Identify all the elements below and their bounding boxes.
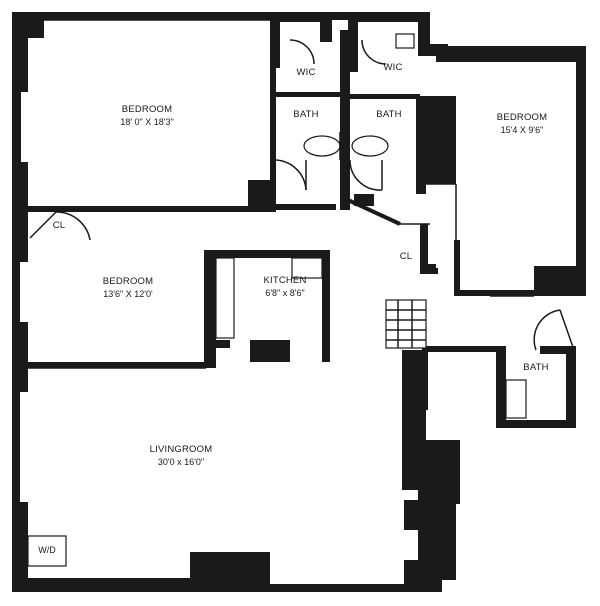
wic-1-label: WIC (296, 67, 315, 78)
bedroom-3-dims: 15'4 X 9'6" (501, 125, 544, 135)
kitchen-name: KITCHEN (263, 275, 306, 286)
closet-1-label: CL (53, 220, 66, 231)
livingroom-dims: 30'0 x 16'0" (158, 457, 204, 467)
bedroom-1-name: BEDROOM (122, 104, 173, 115)
bath3-tub (505, 379, 527, 419)
washer-dryer-label: W/D (38, 545, 56, 555)
wic-shelf (395, 33, 415, 49)
bathtub-2 (351, 135, 389, 157)
kitchen-sink (291, 257, 323, 279)
exterior-walls (12, 12, 586, 592)
closet-2-label: CL (400, 251, 413, 262)
kitchen-dims: 6'8" x 8'6" (265, 288, 304, 298)
interior-walls (28, 30, 576, 428)
bedroom-2-name: BEDROOM (103, 276, 154, 287)
bath-1-label: BATH (293, 109, 318, 120)
wic-2-label: WIC (383, 62, 402, 73)
room-labels: BEDROOM 18' 0" X 18'3" WIC WIC BATH BATH… (38, 62, 548, 555)
bedroom-3-name: BEDROOM (497, 112, 548, 123)
livingroom-name: LIVINGROOM (150, 444, 213, 455)
bathtub-1 (303, 135, 341, 157)
detail-lines (28, 19, 534, 369)
washer-dryer-box (27, 535, 67, 567)
bedroom-1-dims: 18' 0" X 18'3" (120, 117, 173, 127)
doors (29, 39, 575, 351)
bedroom-2-dims: 13'6" X 12'0' (103, 289, 153, 299)
fixtures (27, 33, 527, 567)
bath-2-label: BATH (376, 109, 401, 120)
stairs (385, 299, 427, 349)
kitchen-counter (215, 257, 235, 339)
bath-3-label: BATH (523, 362, 548, 373)
